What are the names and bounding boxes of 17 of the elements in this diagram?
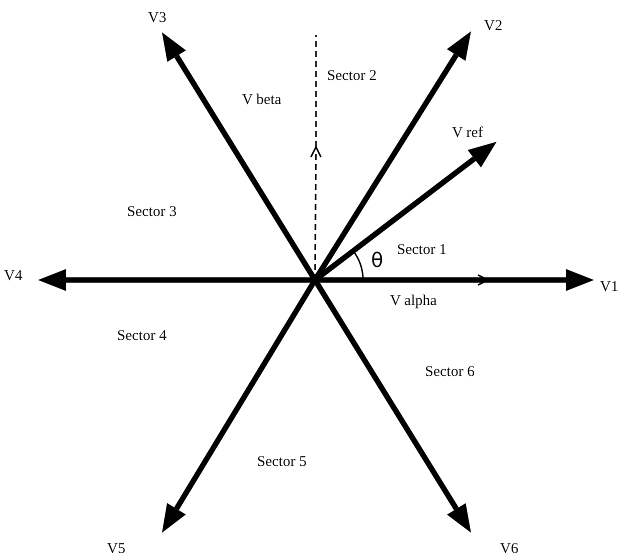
sector-label: Sector 1: [397, 242, 447, 258]
vector-label: V4: [4, 268, 22, 284]
vector-label: V beta: [242, 92, 282, 108]
vector-label: V3: [148, 10, 166, 26]
vector-label: V alpha: [390, 293, 437, 310]
sector-label: Sector 2: [327, 68, 377, 84]
sector-label: Sector 6: [425, 364, 475, 380]
sector-label: Sector 4: [117, 328, 167, 344]
sector-label: Sector 5: [257, 454, 307, 470]
vector-arrow: [38, 269, 315, 291]
vector-label: V6: [500, 541, 518, 553]
vector-label: V ref: [452, 125, 483, 142]
vector-label: V2: [484, 18, 502, 34]
vector-label: V5: [107, 541, 126, 553]
angle-label: θ: [371, 249, 384, 271]
vector-label: V1: [600, 279, 618, 296]
sector-label: Sector 3: [127, 204, 177, 220]
